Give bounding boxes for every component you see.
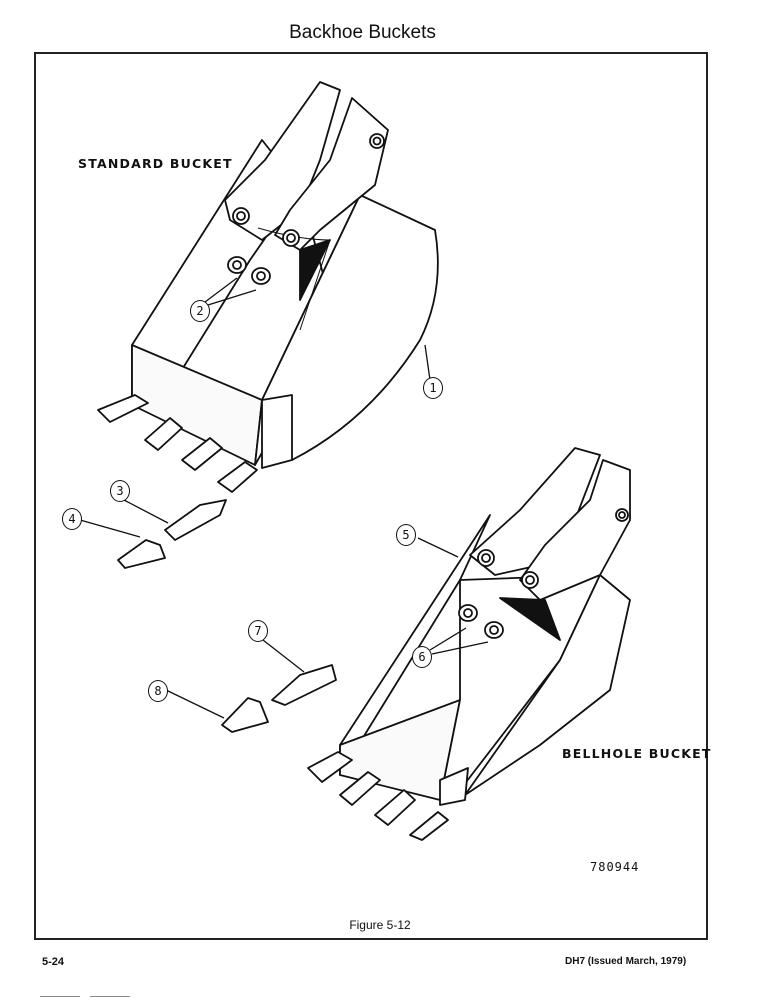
leader-3 <box>123 499 169 524</box>
standard-bucket-floor <box>131 344 263 466</box>
callout-1: 1 <box>423 377 443 399</box>
footer-rule-1 <box>40 996 80 997</box>
figure-caption: Figure 5-12 <box>349 918 411 932</box>
leader-2a <box>204 277 238 303</box>
standard-tooth-shank-drawing <box>164 499 227 541</box>
callout-3: 3 <box>110 480 130 502</box>
document-id: DH7 (Issued March, 1979) <box>565 956 687 967</box>
standard-bucket-label: STANDARD BUCKET <box>78 156 233 171</box>
footer-rule-2 <box>90 996 130 997</box>
bellhole-bucket-drawing <box>307 447 631 841</box>
leader-6a <box>429 627 467 651</box>
standard-bucket-drawing <box>97 81 439 493</box>
callout-8: 8 <box>148 680 168 702</box>
page-number: 5-24 <box>42 956 65 968</box>
callout-4: 4 <box>62 508 82 530</box>
leader-5 <box>417 537 459 558</box>
callout-6: 6 <box>412 646 432 668</box>
leader-6b <box>431 641 489 655</box>
bellhole-tooth-tip-drawing <box>221 697 269 733</box>
leader-4 <box>79 519 141 538</box>
standard-bucket-hinge-plate-1 <box>224 81 341 241</box>
callout-5: 5 <box>396 524 416 546</box>
page-title: Backhoe Buckets <box>289 22 436 43</box>
figure-number: 780944 <box>590 860 640 874</box>
leader-2b <box>207 289 257 306</box>
bellhole-tooth-shank-drawing <box>271 664 337 706</box>
figure-frame <box>34 52 708 940</box>
bellhole-bucket-hinge-plate-1 <box>469 447 601 576</box>
standard-bucket-shell <box>261 194 439 461</box>
leader-8 <box>165 689 225 719</box>
callout-2: 2 <box>190 300 210 322</box>
standard-tooth-tip-drawing <box>117 539 166 569</box>
bellhole-bucket-side-shell <box>464 574 631 796</box>
callout-7: 7 <box>248 620 268 642</box>
leader-1 <box>424 344 431 381</box>
bellhole-bucket-label: BELLHOLE BUCKET <box>562 746 712 761</box>
leader-7 <box>262 639 305 673</box>
